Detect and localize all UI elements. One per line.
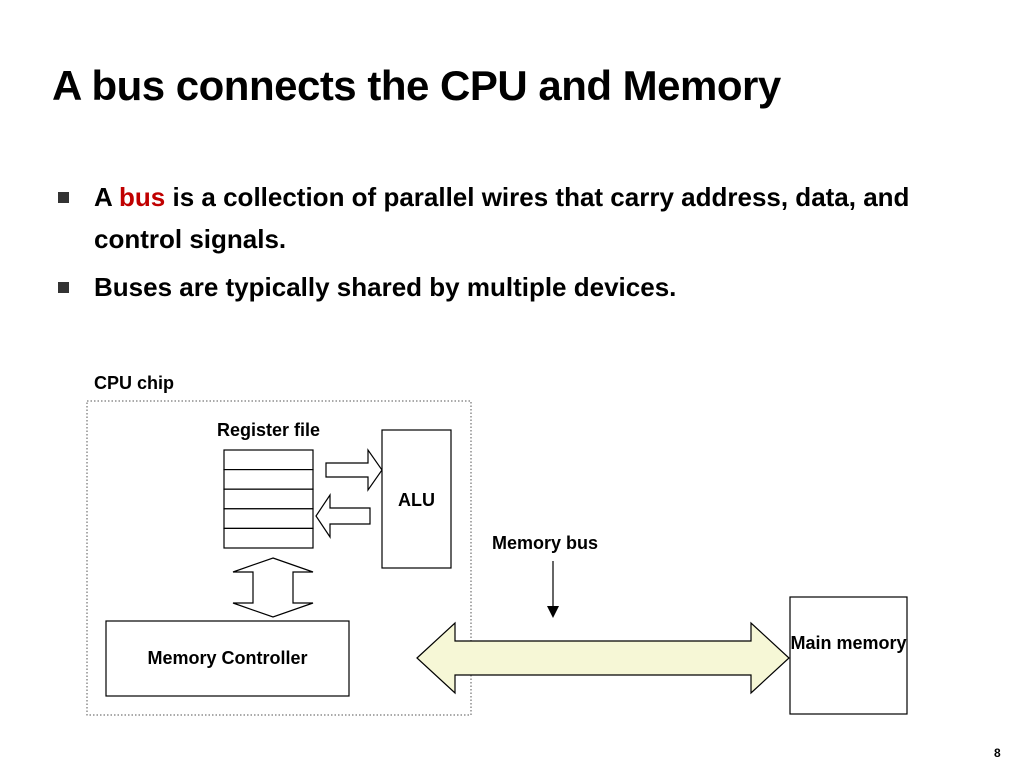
register-file-label: Register file [217, 420, 321, 440]
memory-controller-box [105, 620, 350, 697]
register-file [223, 449, 314, 549]
memory-bus-label: Memory bus [492, 533, 599, 553]
slide-title: A bus connects the CPU and Memory [52, 62, 781, 109]
cpu-chip-boundary [86, 400, 472, 716]
main-memory-label: Main memory [790, 633, 907, 653]
register-cell [223, 469, 314, 490]
register-cell [223, 488, 314, 510]
main-memory-box [789, 596, 908, 715]
bullet-list: A bus is a collection of parallel wires … [56, 176, 956, 314]
register-cell [223, 449, 314, 471]
register-cell [223, 508, 314, 529]
bullet-suffix: is a collection of parallel wires that c… [94, 182, 910, 254]
bullet-item-shared-buses: Buses are typically shared by multiple d… [56, 266, 956, 308]
slide-number: 8 [994, 746, 1001, 760]
alu-label: ALU [398, 490, 435, 510]
memory-bus-arrow [416, 621, 790, 695]
register-to-alu-arrow [325, 448, 383, 492]
alu-box [381, 429, 452, 569]
square-bullet-icon [58, 282, 69, 293]
square-bullet-icon [58, 192, 69, 203]
bullet-prefix: A [94, 182, 120, 212]
bullet-text: Buses are typically shared by multiple d… [94, 272, 677, 302]
cpu-chip-label: CPU chip [94, 373, 175, 393]
bullet-item-bus-definition: A bus is a collection of parallel wires … [56, 176, 956, 260]
memory-controller-label: Memory Controller [147, 648, 308, 668]
register-controller-double-arrow [232, 557, 314, 618]
bus-highlight: bus [119, 182, 166, 212]
alu-to-register-arrow [315, 493, 371, 539]
register-cell [223, 527, 314, 549]
